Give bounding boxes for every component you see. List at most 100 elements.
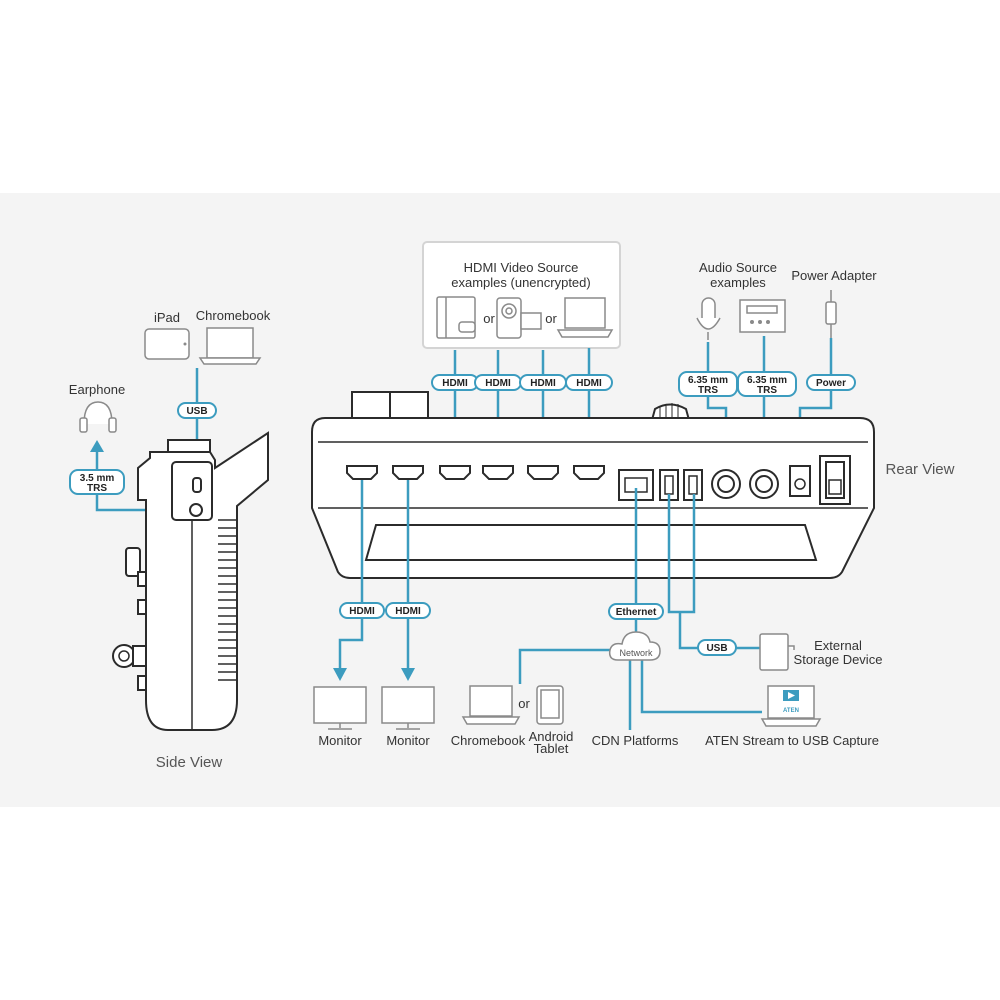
aten-capture-laptop-icon: ATEN	[760, 685, 822, 727]
hdmi-source-title-line2: examples (unencrypted)	[451, 275, 590, 290]
svg-text:HDMI: HDMI	[485, 378, 511, 389]
svg-text:TRS: TRS	[87, 483, 107, 494]
svg-text:6.35 mm: 6.35 mm	[688, 375, 728, 386]
network-aten-wire	[640, 660, 762, 714]
svg-text:HDMI: HDMI	[349, 606, 375, 617]
trs-6-35mm-pill-1: 6.35 mm TRS	[678, 371, 738, 397]
hdmi-pill-in-1: HDMI	[431, 374, 479, 391]
external-storage-line2: Storage Device	[794, 652, 883, 667]
hdmi-out-port-1-icon	[346, 465, 378, 480]
usb-pill-side: USB	[177, 402, 217, 419]
chromebook-laptop-rear-icon	[461, 685, 521, 725]
side-view-group: iPad Chromebook Earphone USB 3.5 mm TRS	[69, 308, 271, 771]
monitor-1-label: Monitor	[318, 733, 362, 748]
network-chromebook-wire	[518, 648, 620, 684]
android-tablet-line1: Android	[529, 729, 574, 744]
hdmi-out-wire-1	[338, 480, 364, 670]
power-adapter-label: Power Adapter	[791, 268, 877, 283]
monitor-1-icon	[313, 686, 367, 730]
trs-3-5mm-pill: 3.5 mm TRS	[69, 469, 125, 495]
aten-capture-label: ATEN Stream to USB Capture	[705, 733, 879, 748]
switcher-side-body	[137, 431, 269, 731]
or-text-1: or	[483, 311, 495, 326]
svg-text:HDMI: HDMI	[576, 378, 602, 389]
hdmi-in-port-2-icon	[482, 465, 514, 480]
camera-icon	[520, 312, 542, 330]
hdmi-source-title-line1: HDMI Video Source	[464, 260, 579, 275]
earphone-label: Earphone	[69, 382, 125, 397]
hdmi-pill-in-2: HDMI	[474, 374, 522, 391]
monitor-2-icon	[381, 686, 435, 730]
side-button-1	[137, 571, 147, 587]
svg-text:USB: USB	[186, 406, 207, 417]
laptop-source-icon	[556, 297, 614, 338]
rear-view-group: HDMI Video Source examples (unencrypted)…	[311, 241, 955, 756]
power-switch-icon	[819, 455, 851, 505]
svg-text:HDMI: HDMI	[530, 378, 556, 389]
svg-text:6.35 mm: 6.35 mm	[747, 375, 787, 386]
external-storage-line1: External	[814, 638, 862, 653]
hdmi-in-port-1-icon	[439, 465, 471, 480]
side-button-2	[137, 599, 147, 615]
audio-source-line1: Audio Source	[699, 260, 777, 275]
android-tablet-line2: Tablet	[534, 741, 569, 756]
microphone-icon	[696, 297, 721, 340]
ethernet-port-icon	[618, 469, 654, 501]
usb-pill-rear: USB	[697, 639, 737, 656]
switcher-rear-body	[311, 391, 875, 579]
power-plug-icon	[825, 290, 837, 338]
or-text-3: or	[518, 696, 530, 711]
external-storage-icon	[759, 633, 795, 671]
hdmi-out-port-2-icon	[392, 465, 424, 480]
svg-text:HDMI: HDMI	[395, 606, 421, 617]
or-text-2: or	[545, 311, 557, 326]
side-earphone-jack-icon	[189, 503, 203, 517]
hdmi-pill-out-2: HDMI	[385, 602, 431, 619]
power-pill: Power	[806, 374, 856, 391]
chromebook-laptop-icon	[198, 327, 262, 365]
monitor-arrow-2-icon	[401, 668, 415, 681]
svg-text:Ethernet: Ethernet	[616, 607, 657, 618]
svg-text:USB: USB	[706, 643, 727, 654]
audio-source-line2: examples	[710, 275, 766, 290]
dc-power-jack-icon	[789, 465, 811, 497]
game-console-icon	[436, 296, 476, 339]
svg-text:Power: Power	[816, 378, 846, 389]
side-button-3	[137, 675, 147, 691]
cdn-platforms-label: CDN Platforms	[592, 733, 679, 748]
audio-jack-2-icon	[749, 469, 779, 499]
svg-text:HDMI: HDMI	[442, 378, 468, 389]
usb-loop-wire	[667, 494, 696, 614]
side-port-panel	[171, 461, 213, 521]
side-knob-icon	[125, 547, 141, 577]
monitor-2-label: Monitor	[386, 733, 430, 748]
hdmi-in-port-3-icon	[527, 465, 559, 480]
ethernet-pill: Ethernet	[608, 603, 664, 620]
network-cloud-icon: Network	[608, 631, 661, 661]
earphone-arrow-icon	[90, 440, 104, 452]
camcorder-icon	[496, 297, 522, 339]
hdmi-pill-in-3: HDMI	[519, 374, 567, 391]
hdmi-in-port-4-icon	[573, 465, 605, 480]
trs-6-35mm-pill-2: 6.35 mm TRS	[737, 371, 797, 397]
svg-text:TRS: TRS	[698, 385, 718, 396]
side-view-title: Side View	[156, 754, 223, 771]
chromebook-label-side: Chromebook	[196, 308, 271, 323]
ipad-icon	[144, 328, 190, 360]
audio-jack-1-icon	[711, 469, 741, 499]
rear-view-title: Rear View	[886, 461, 955, 478]
hdmi-pill-out-1: HDMI	[339, 602, 385, 619]
monitor-arrow-1-icon	[333, 668, 347, 681]
android-tablet-icon	[536, 685, 564, 725]
earphone-icon	[79, 401, 117, 433]
mixer-device-icon	[739, 299, 786, 333]
aten-logo-text: ATEN	[783, 708, 799, 714]
svg-text:3.5 mm: 3.5 mm	[80, 473, 115, 484]
chromebook-label-rear: Chromebook	[451, 733, 526, 748]
side-bnc-connector-icon	[112, 644, 147, 668]
svg-text:TRS: TRS	[757, 385, 777, 396]
hdmi-pill-in-4: HDMI	[565, 374, 613, 391]
ipad-label: iPad	[154, 310, 180, 325]
side-usb-c-port-icon	[192, 477, 202, 493]
